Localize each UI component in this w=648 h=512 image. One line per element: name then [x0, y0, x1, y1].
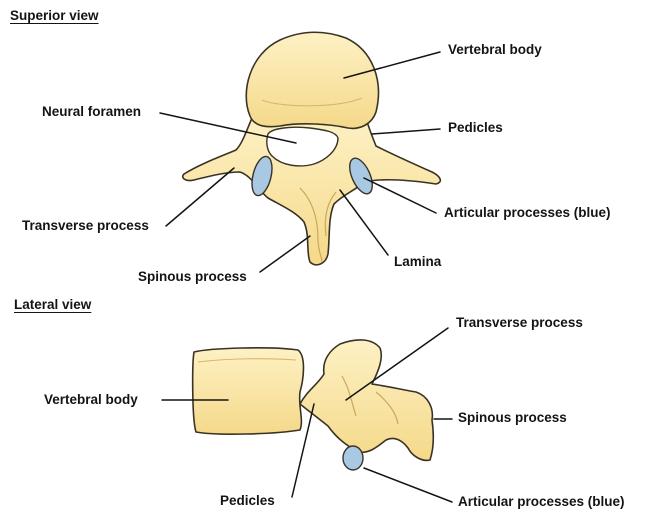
label-superior-vertebral-body: Vertebral body: [448, 42, 542, 58]
superior-vertebral-body: [246, 32, 378, 128]
superior-vertebra: [183, 32, 441, 265]
label-superior-spinous-process: Spinous process: [138, 269, 247, 285]
label-lateral-spinous-process: Spinous process: [458, 410, 567, 426]
leader-superior-lamina: [340, 190, 388, 255]
label-lateral-vertebral-body: Vertebral body: [44, 392, 138, 408]
leader-superior-pedicles: [372, 129, 440, 134]
label-superior-lamina: Lamina: [394, 254, 441, 270]
label-superior-neural-foramen: Neural foramen: [42, 104, 141, 120]
label-superior-transverse-process: Transverse process: [22, 218, 149, 234]
label-superior-pedicles: Pedicles: [448, 120, 503, 136]
label-lateral-transverse-process: Transverse process: [456, 315, 583, 331]
label-superior-articular-processes: Articular processes (blue): [444, 205, 611, 221]
lateral-vertebra: [193, 340, 434, 470]
label-lateral-articular-processes: Articular processes (blue): [458, 494, 625, 510]
leader-lateral-articular: [364, 468, 452, 502]
superior-view-heading: Superior view: [10, 8, 99, 24]
label-lateral-pedicles: Pedicles: [220, 493, 275, 509]
lateral-articular-process: [343, 446, 363, 470]
lateral-posterior-elements: [300, 340, 433, 460]
leader-superior-spinous: [260, 236, 310, 272]
lateral-view-heading: Lateral view: [14, 297, 91, 313]
